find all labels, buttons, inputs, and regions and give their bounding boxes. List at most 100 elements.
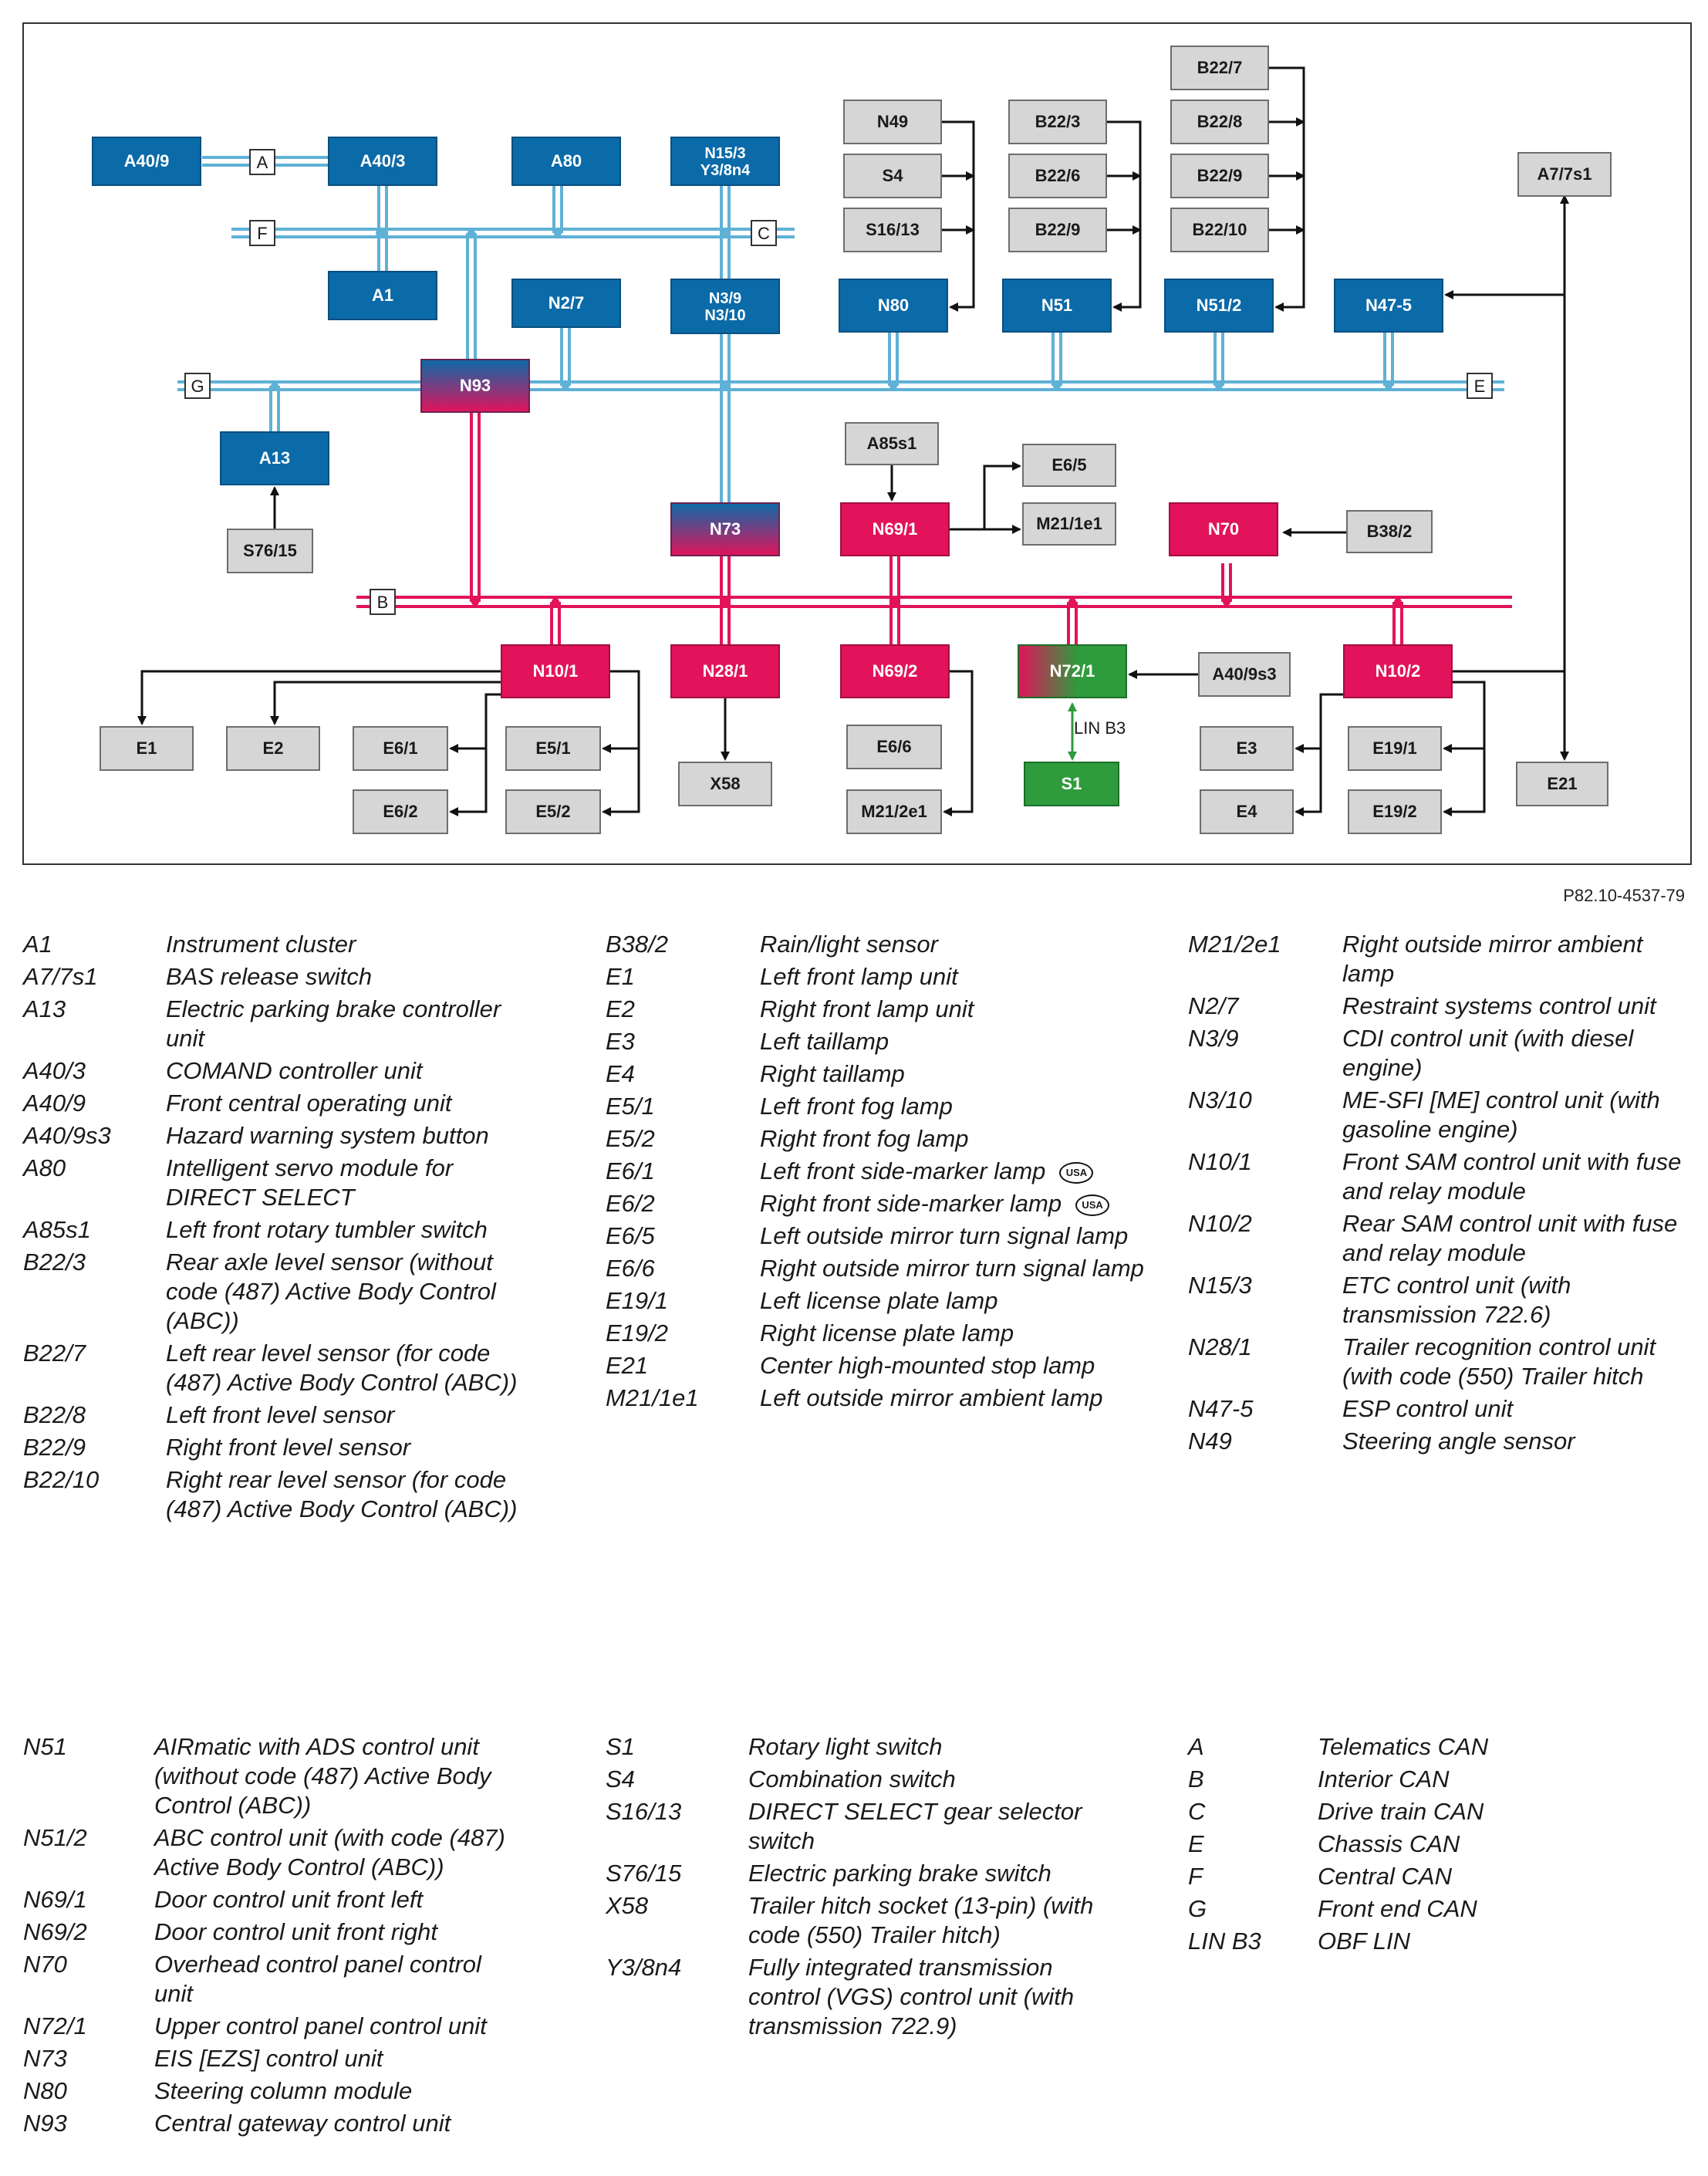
legend-code: A40/3 (23, 1057, 86, 1084)
legend-description: Hazard warning system button (166, 1122, 489, 1149)
module-e19-1: E19/1 (1348, 726, 1442, 771)
legend-description: AIRmatic with ADS control unit (without … (154, 1733, 491, 1819)
module-label: S76/15 (243, 541, 297, 560)
module-label: E3 (1237, 738, 1257, 758)
legend-description: BAS release switch (166, 963, 373, 990)
legend-code: B22/3 (23, 1248, 86, 1276)
module-b22-9: B22/9 (1008, 208, 1107, 252)
module-label: N28/1 (703, 661, 748, 681)
module-a80: A80 (511, 137, 621, 186)
legend-code: N72/1 (23, 2012, 87, 2039)
module-m21-1e1: M21/1e1 (1022, 502, 1116, 546)
module-n51-2: N51/2 (1164, 279, 1274, 333)
module-label: B22/6 (1035, 166, 1081, 185)
module-label: N72/1 (1050, 661, 1095, 681)
module-e3: E3 (1200, 726, 1294, 771)
module-b22-8: B22/8 (1170, 100, 1269, 144)
module-label: E21 (1547, 774, 1577, 793)
legend-code: Y3/8n4 (606, 1954, 682, 1981)
legend-code: E5/1 (606, 1093, 655, 1120)
bus-tag-g: G (184, 373, 211, 399)
module-label: E6/1 (383, 738, 417, 758)
legend-code: N80 (23, 2077, 67, 2104)
module-e19-2: E19/2 (1348, 789, 1442, 834)
legend-description: Trailer hitch socket (13-pin) (with code… (748, 1892, 1094, 1948)
module-label: N73 (710, 519, 741, 539)
legend-code: G (1188, 1895, 1207, 1922)
legend-code: S1 (606, 1733, 635, 1760)
module-n70: N70 (1169, 502, 1278, 556)
module-label: N10/1 (533, 661, 579, 681)
module-n28-1: N28/1 (670, 644, 780, 698)
legend-code: M21/1e1 (606, 1384, 699, 1411)
legend-code: F (1188, 1863, 1203, 1890)
legend-code: N51/2 (23, 1824, 87, 1851)
legend-description: CDI control unit (with diesel engine) (1342, 1025, 1634, 1081)
signal-arrows (137, 66, 1569, 816)
legend-code: E5/2 (606, 1125, 655, 1152)
legend-code: M21/2e1 (1188, 931, 1281, 958)
module-label: X58 (710, 774, 740, 793)
legend-code: E (1188, 1830, 1204, 1857)
module-e21: E21 (1516, 762, 1608, 806)
module-label: E5/1 (535, 738, 570, 758)
module-label: N49 (877, 112, 908, 131)
legend-code: B22/10 (23, 1466, 100, 1493)
module-n10-1: N10/1 (501, 644, 610, 698)
module-n15-3-y3-8n4: N15/3Y3/8n4 (670, 137, 780, 186)
module-label: M21/1e1 (1036, 514, 1102, 533)
svg-text:G: G (191, 377, 204, 396)
legend-code: E1 (606, 963, 635, 990)
module-label: N3/9 (709, 290, 741, 307)
legend-description: Electric parking brake controller unit (166, 995, 501, 1052)
module-a1: A1 (328, 271, 437, 320)
module-b22-3: B22/3 (1008, 100, 1107, 144)
legend-code: LIN B3 (1188, 1928, 1261, 1955)
module-e5-1: E5/1 (505, 726, 601, 771)
module-label: A40/9s3 (1212, 664, 1276, 684)
legend-description: Right front fog lamp (760, 1125, 969, 1152)
usa-badge-icon: USA (1059, 1161, 1094, 1184)
module-label: E19/2 (1372, 802, 1417, 821)
module-b22-6: B22/6 (1008, 154, 1107, 198)
legend-description: Center high-mounted stop lamp (760, 1352, 1095, 1379)
lin-b3-label: LIN B3 (1074, 718, 1126, 738)
legend-code: N10/1 (1188, 1148, 1252, 1175)
legend-code: E6/5 (606, 1222, 655, 1249)
module-label: N15/3 (704, 145, 745, 162)
module-n49: N49 (843, 100, 942, 144)
module-label: N51 (1041, 296, 1072, 315)
module-e6-2: E6/2 (353, 789, 448, 834)
legend-description: Left rear level sensor (for code (487) A… (166, 1340, 518, 1396)
module-n51: N51 (1002, 279, 1112, 333)
legend-code: N51 (23, 1733, 67, 1760)
legend-description: Chassis CAN (1318, 1830, 1460, 1857)
legend-code: E19/2 (606, 1319, 669, 1346)
module-label: E1 (137, 738, 157, 758)
module-label: E6/5 (1051, 455, 1086, 475)
legend-description: Fully integrated transmission control (V… (748, 1954, 1075, 2039)
module-e4: E4 (1200, 789, 1294, 834)
legend-description: Rear axle level sensor (without code (48… (166, 1248, 496, 1334)
legend-description: Interior CAN (1318, 1765, 1450, 1792)
